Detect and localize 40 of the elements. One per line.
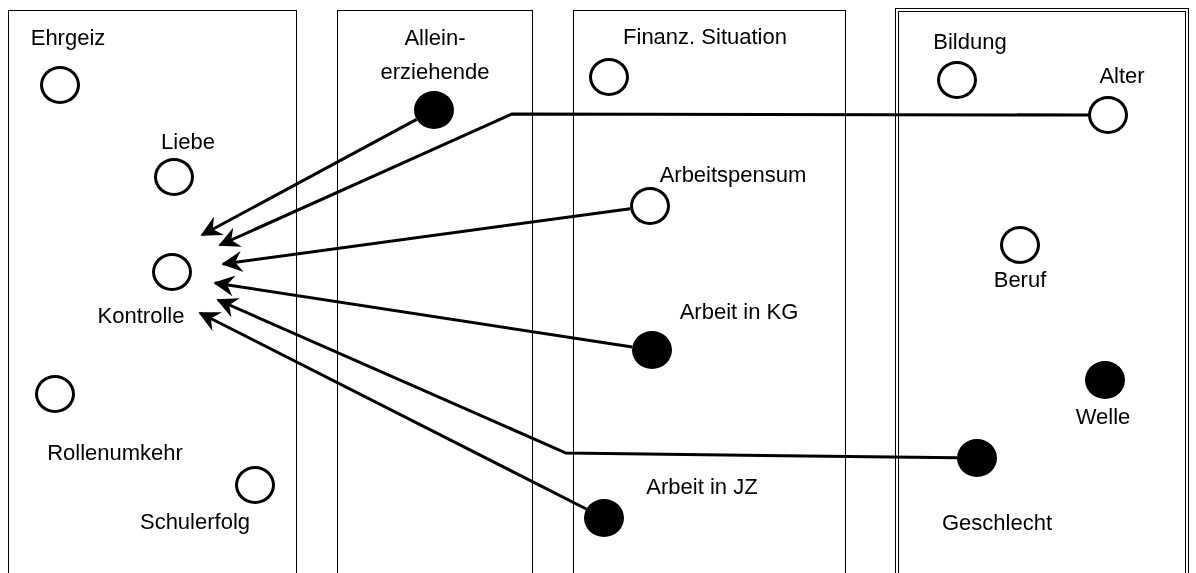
- node-label: Liebe: [161, 128, 215, 156]
- open-circle: [588, 57, 629, 96]
- node-label: Allein- erziehende: [379, 24, 491, 86]
- open-circle: [629, 186, 670, 225]
- open-circle: [234, 465, 275, 504]
- filled-circle: [1085, 361, 1125, 399]
- filled-circle: [413, 90, 454, 129]
- node-label: Schulerfolg: [139, 508, 251, 536]
- node-label: Kontrolle: [97, 302, 185, 330]
- arrow: [213, 275, 633, 349]
- column-panel: [895, 8, 1189, 573]
- node-label: Rollenumkehr: [47, 439, 183, 467]
- node-label: Arbeitspensum: [659, 161, 807, 189]
- filled-circle: [583, 498, 624, 537]
- open-circle: [1088, 96, 1128, 134]
- arrow: [218, 112, 1088, 247]
- arrow: [198, 311, 588, 511]
- node-label: Welle: [1075, 403, 1131, 431]
- node-label: Beruf: [993, 266, 1047, 294]
- open-circle: [151, 252, 192, 291]
- node-label: Alter: [1099, 62, 1145, 90]
- node-label: Geschlecht: [941, 509, 1053, 537]
- column-panel: [8, 10, 297, 573]
- column-panel: [573, 10, 846, 573]
- column-panel: [337, 10, 533, 573]
- node-label: Arbeit in KG: [679, 298, 799, 326]
- open-circle: [153, 157, 194, 196]
- arrow: [221, 207, 631, 272]
- node-label: Ehrgeiz: [30, 24, 106, 52]
- node-label: Bildung: [933, 28, 1007, 56]
- node-label: Finanz. Situation: [623, 23, 787, 51]
- open-circle: [937, 61, 977, 99]
- arrow: [200, 118, 418, 237]
- filled-circle: [957, 439, 997, 477]
- arrow: [216, 298, 957, 460]
- node-label: Arbeit in JZ: [646, 473, 758, 501]
- open-circle: [39, 65, 80, 104]
- open-circle: [34, 374, 75, 413]
- filled-circle: [631, 330, 672, 369]
- open-circle: [1000, 226, 1040, 264]
